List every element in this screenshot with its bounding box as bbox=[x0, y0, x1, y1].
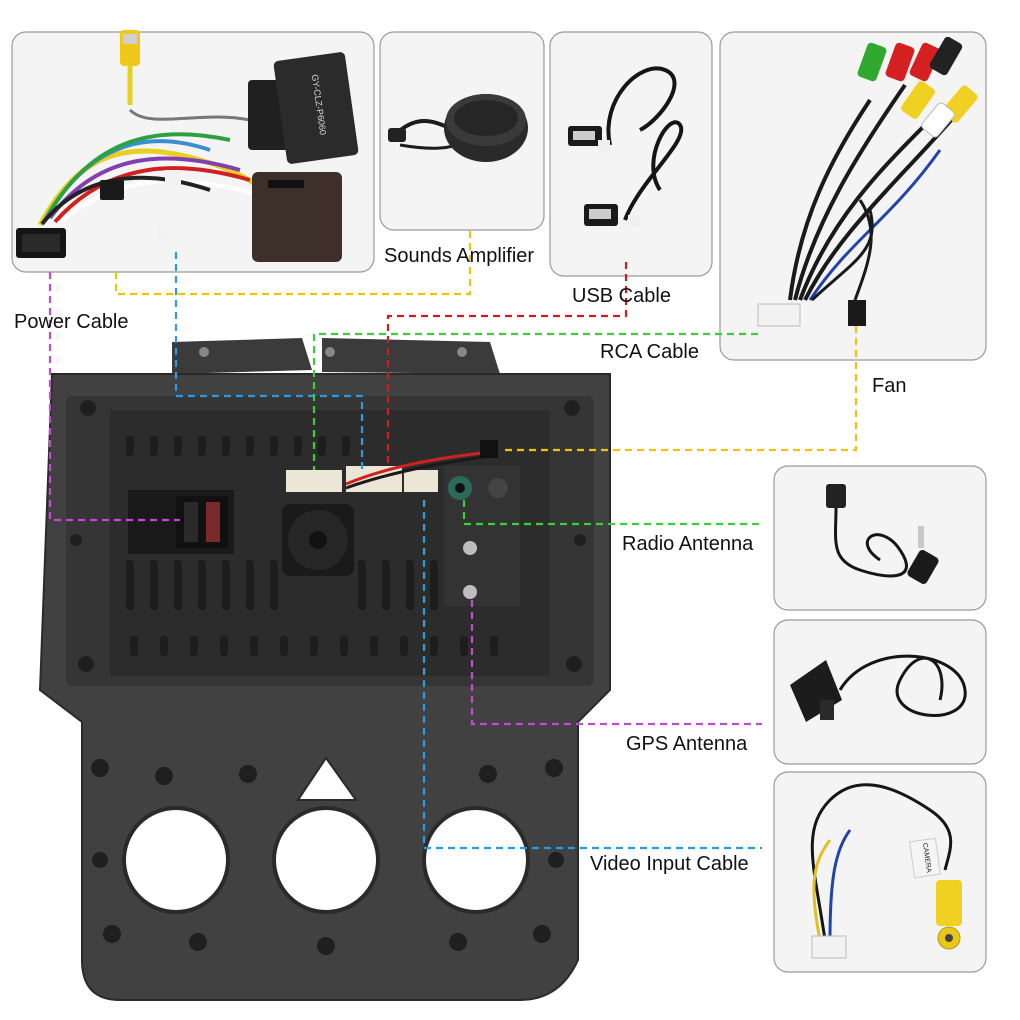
fan-line bbox=[500, 326, 858, 452]
gps-antenna-line bbox=[470, 600, 762, 726]
harness-blue-line bbox=[174, 252, 364, 470]
video-input-line bbox=[422, 500, 762, 850]
video-input-cable-photo: CAMERA bbox=[773, 771, 987, 973]
camera-tag-marking: CAMERA bbox=[921, 842, 932, 873]
radio-antenna-line bbox=[462, 500, 762, 526]
sounds-amplifier-line bbox=[114, 230, 472, 296]
radio-antenna-photo bbox=[773, 465, 987, 611]
gps-antenna-photo bbox=[773, 619, 987, 765]
label-rca-cable: RCA Cable bbox=[600, 341, 699, 363]
power-cable-photo: GY-CLZ-P6060 bbox=[11, 30, 375, 273]
usb-cable-line bbox=[386, 262, 628, 468]
usb-cable-photo bbox=[549, 31, 713, 277]
sounds-amplifier-photo bbox=[379, 31, 545, 231]
label-sounds-amplifier: Sounds Amplifier bbox=[384, 245, 534, 267]
rca-cable-line bbox=[312, 332, 758, 470]
label-video-input-cable: Video Input Cable bbox=[590, 853, 749, 875]
label-usb-cable: USB Cable bbox=[572, 285, 671, 307]
rca-cable-photo bbox=[719, 31, 987, 361]
head-unit bbox=[38, 338, 611, 1001]
label-fan: Fan bbox=[872, 375, 906, 397]
label-radio-antenna: Radio Antenna bbox=[622, 533, 754, 555]
label-power-cable: Power Cable bbox=[14, 311, 129, 333]
label-gps-antenna: GPS Antenna bbox=[626, 733, 748, 755]
